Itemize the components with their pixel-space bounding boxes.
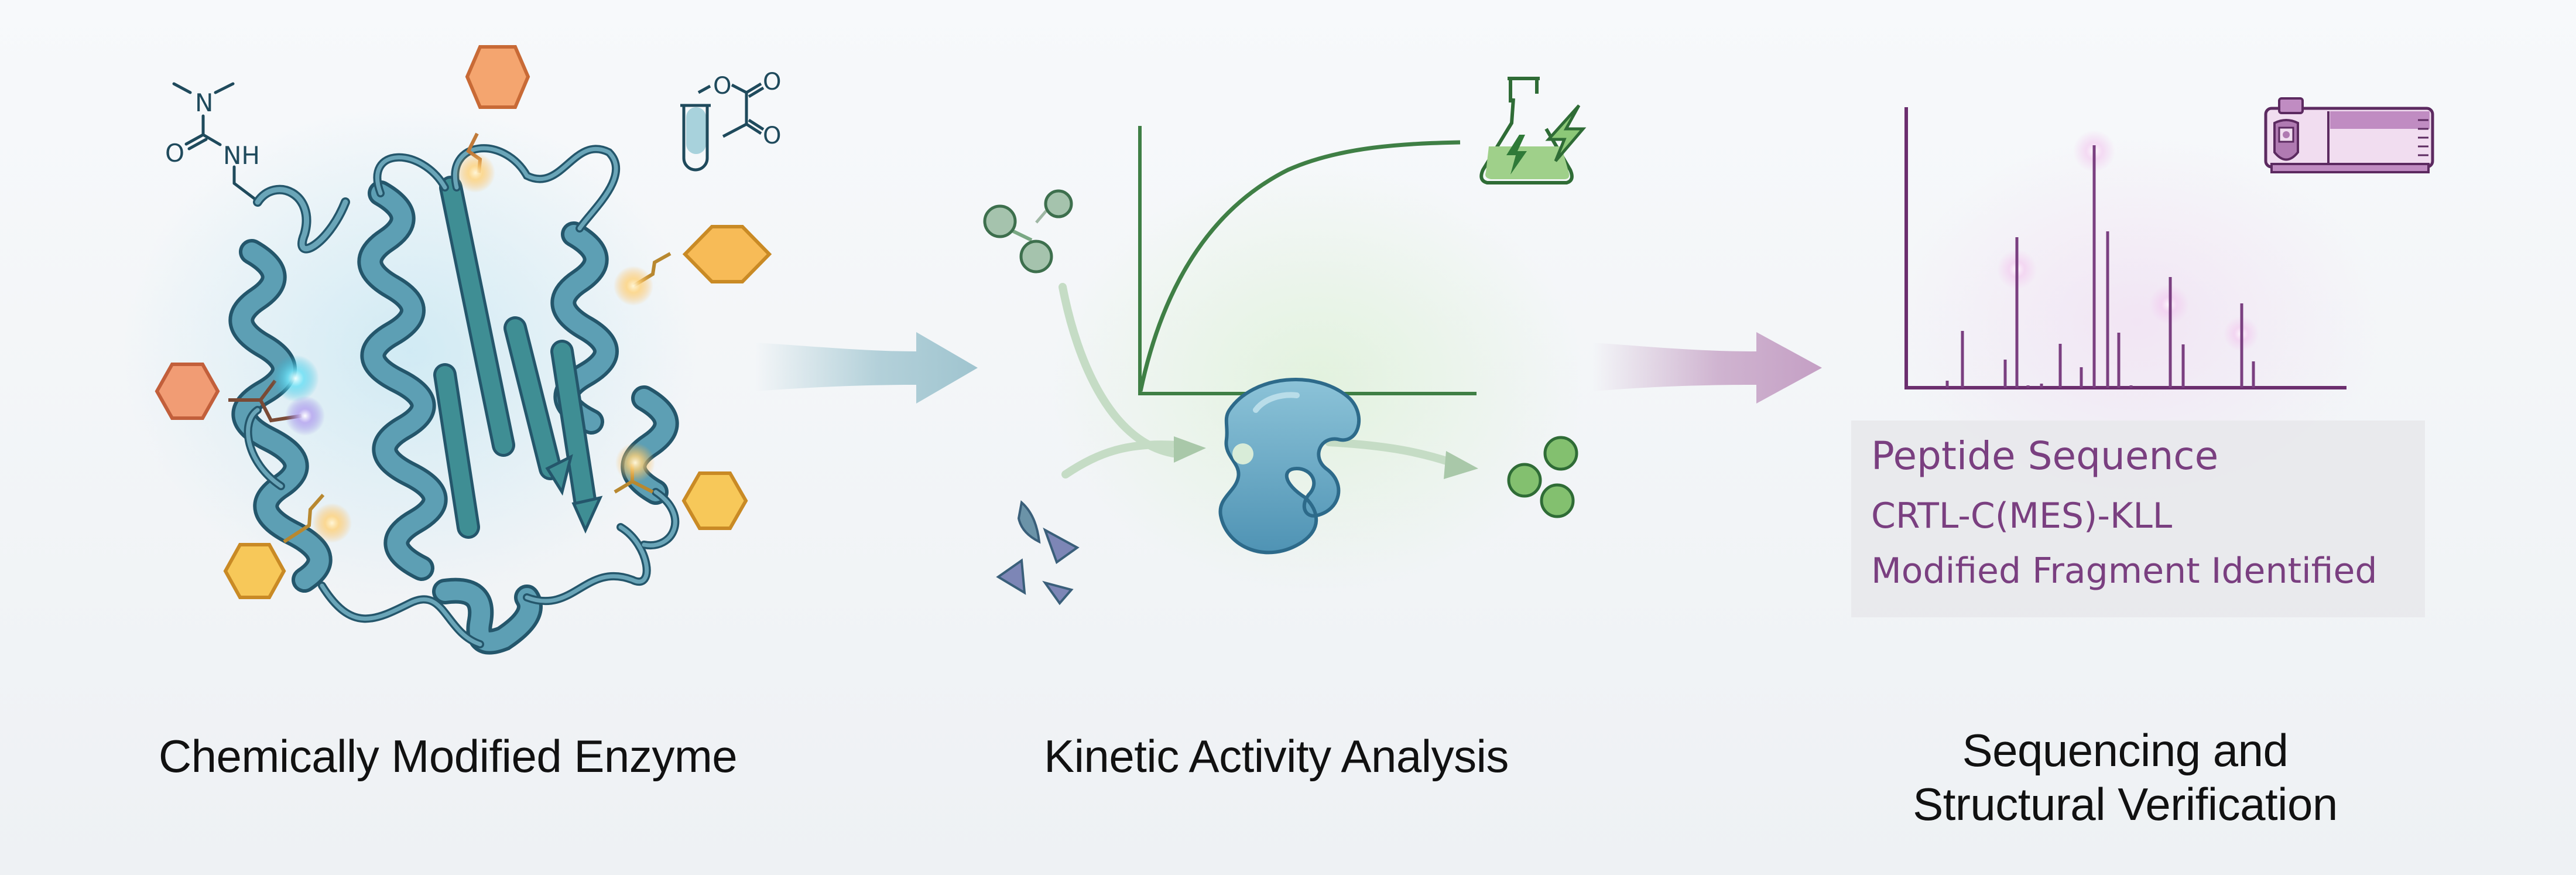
- urea-labels: N O NH: [165, 88, 260, 170]
- caption-kinetic-analysis: Kinetic Activity Analysis: [1044, 730, 1509, 782]
- peptide-sequence-title: Peptide Sequence: [1871, 433, 2219, 478]
- atom-label-o: O: [165, 139, 184, 168]
- ester-labels: O O O: [713, 69, 781, 149]
- product-spheres-icon: [1507, 436, 1578, 518]
- mass-spectrometer-icon: [2264, 97, 2434, 173]
- flow-arrow-1: [755, 332, 978, 404]
- atom-label-n: N: [195, 88, 213, 117]
- peptide-result-box: Peptide Sequence CRTL-C(MES)-KLL Modifie…: [1851, 421, 2425, 617]
- peptide-status-text: Modified Fragment Identified: [1871, 551, 2378, 592]
- mass-spectrum-chart: [1904, 107, 2347, 389]
- orange-hexagon-left-icon: [155, 363, 220, 420]
- peptide-sequence-value: CRTL-C(MES)-KLL: [1871, 495, 2173, 536]
- caption-sequencing-line-2: Structural Verification: [1913, 778, 2338, 830]
- modification-glow-sites: [272, 153, 655, 543]
- caption-sequencing: Sequencing and Structural Verification: [1832, 723, 2418, 831]
- flow-arrow-2: [1592, 332, 1822, 404]
- kinetics-saturation-chart: [1138, 126, 1477, 395]
- svg-text:O: O: [763, 122, 781, 149]
- substrate-flow-arrows: [1059, 283, 1478, 479]
- svg-text:O: O: [763, 69, 781, 95]
- yellow-hexagon-right-icon: [682, 225, 772, 283]
- yellow-hexagon-bottom-left-icon: [223, 543, 286, 599]
- enzyme-ribbon-structure: [228, 144, 680, 655]
- caption-modified-enzyme: Chemically Modified Enzyme: [158, 730, 738, 782]
- test-tube-icon: [680, 104, 711, 172]
- pyruvate-ester-structure-icon: [697, 82, 765, 138]
- caption-sequencing-line-1: Sequencing and: [1962, 724, 2289, 776]
- enzyme-pacman-icon: [1218, 378, 1361, 555]
- fragments-icon: [996, 500, 1080, 606]
- flask-lightning-icon: [1479, 77, 1587, 184]
- orange-hexagon-top-icon: [465, 45, 530, 109]
- substrate-molecule-icon: [983, 189, 1073, 274]
- urea-structure-icon: [172, 82, 258, 201]
- atom-label-nh: NH: [223, 141, 260, 170]
- svg-text:O: O: [713, 73, 731, 100]
- yellow-hexagon-bottom-right-icon: [681, 471, 748, 530]
